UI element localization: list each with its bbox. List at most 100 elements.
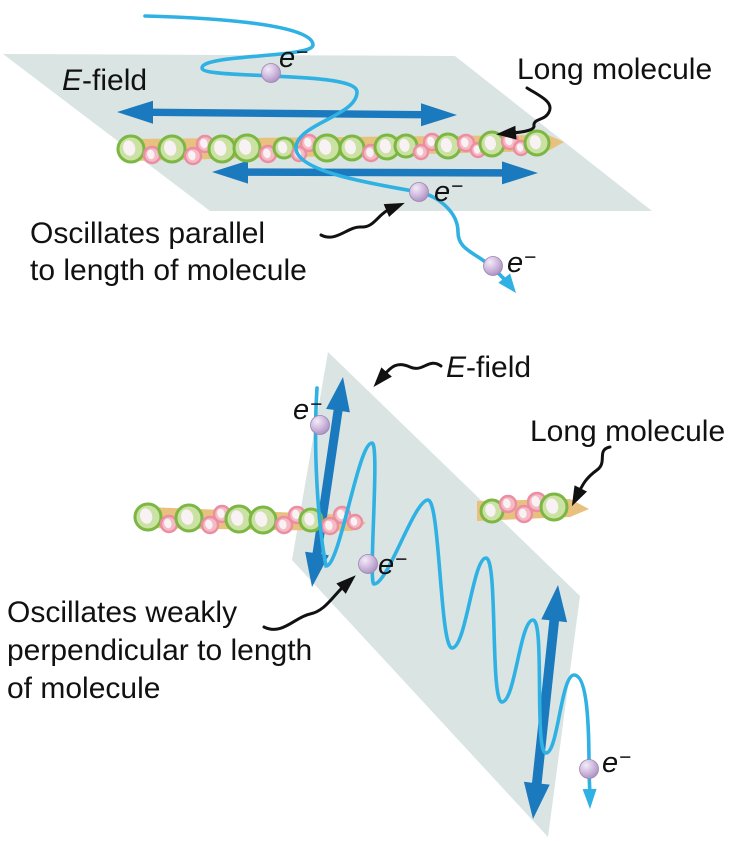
bead-highlight	[319, 139, 332, 155]
em-wave-top	[143, 14, 511, 287]
e-minus: −	[395, 548, 408, 571]
electron-label-top-3: e−	[507, 246, 536, 280]
top-panel	[3, 14, 652, 293]
pointer-oscillates-parallel	[319, 202, 405, 239]
bead-highlight	[239, 139, 252, 155]
bead-highlight	[214, 140, 227, 156]
caption-oscillates-parallel: Oscillates parallel to length of molecul…	[30, 215, 307, 289]
molecule-beads-bottom-right	[479, 491, 569, 524]
efield-double-arrow-upper	[117, 100, 457, 127]
long-molecule-label-bottom: Long molecule	[530, 413, 725, 450]
bead-highlight	[366, 147, 374, 158]
bead-highlight	[529, 135, 541, 150]
bead-highlight	[485, 503, 496, 517]
electron-sphere	[483, 256, 503, 276]
bead-highlight	[427, 136, 435, 147]
e-base: e	[602, 747, 619, 779]
molecule-beads-top	[116, 129, 551, 166]
efield-symbol-bottom: E	[446, 351, 467, 384]
e-base: e	[507, 247, 524, 279]
bead-highlight	[379, 139, 391, 154]
efield-rest: -field	[82, 64, 148, 97]
bead-highlight	[277, 141, 288, 154]
bead-highlight	[200, 138, 208, 149]
caption-bottom-line2: perpendicular to length	[7, 634, 313, 667]
caption-bottom-line1: Oscillates weakly	[7, 596, 238, 629]
bead-highlight	[337, 509, 345, 520]
bead-highlight	[217, 508, 225, 519]
electron-label-bottom-3: e−	[602, 746, 631, 780]
em-wave-top-arrowhead	[498, 273, 516, 293]
bead-highlight	[344, 140, 356, 155]
bead-highlight	[531, 496, 540, 507]
bead-highlight	[399, 138, 410, 152]
bead-highlight	[188, 150, 196, 161]
bead-highlight	[484, 136, 496, 151]
caption-oscillates-weakly: Oscillates weakly perpendicular to lengt…	[7, 594, 312, 708]
pointer-long-molecule-bottom	[571, 445, 612, 507]
bead-highlight	[123, 140, 136, 156]
bead-highlight	[255, 511, 268, 527]
long-molecule-label-top: Long molecule	[517, 51, 712, 88]
bead-highlight	[325, 520, 333, 531]
e-base: e	[378, 549, 395, 581]
electron-label-top-1: e−	[279, 41, 308, 75]
bead-highlight	[304, 512, 315, 526]
bead-highlight	[503, 498, 511, 509]
electron-sphere	[261, 63, 281, 83]
e-minus: −	[296, 41, 309, 64]
efield-double-arrow-right	[523, 585, 568, 819]
efield-double-arrow-lower	[212, 160, 538, 185]
bead-highlight	[140, 508, 153, 524]
bead-highlight	[461, 137, 469, 148]
e-base: e	[279, 42, 296, 74]
e-base: e	[293, 394, 310, 426]
electron-label-bottom-2: e−	[378, 548, 407, 582]
electrons-top	[261, 63, 503, 276]
bead-highlight	[164, 518, 172, 529]
electron-sphere	[579, 759, 599, 779]
long-molecule-text-top: Long molecule	[517, 53, 713, 86]
bead-highlight	[350, 517, 358, 526]
bead-highlight	[279, 519, 287, 530]
bead-highlight	[164, 140, 177, 156]
bead-highlight	[231, 510, 244, 526]
efield-rest-bottom: -field	[466, 351, 532, 384]
annotation-arrows	[262, 86, 612, 631]
electron-sphere	[358, 554, 378, 574]
long-molecule-text-bottom: Long molecule	[530, 415, 726, 448]
efield-label-bottom: E-field	[446, 349, 531, 386]
efield-double-arrow-left	[305, 377, 350, 587]
bottom-panel	[133, 352, 599, 837]
caption-bottom-line3: of molecule	[7, 672, 161, 705]
pointer-efield-bottom	[373, 361, 443, 388]
e-base: e	[434, 176, 451, 208]
bead-highlight	[292, 509, 300, 520]
bead-highlight	[473, 145, 481, 154]
electron-label-bottom-1: e−	[293, 393, 322, 427]
vertical-plane	[292, 352, 580, 837]
pointer-long-molecule-top	[496, 86, 552, 140]
e-minus: −	[619, 746, 632, 769]
efield-label-top: E-field	[62, 62, 147, 99]
em-wave-bottom-arrowhead	[582, 788, 597, 809]
bead-highlight	[304, 137, 312, 148]
bead-highlight	[516, 143, 524, 152]
bead-highlight	[263, 148, 271, 159]
em-wave-bottom	[313, 386, 592, 802]
electron-sphere	[310, 415, 330, 435]
pointer-oscillates-weakly	[262, 575, 356, 631]
bead-highlight	[205, 519, 213, 530]
electron-label-top-2: e−	[434, 175, 463, 209]
bead-highlight	[546, 498, 559, 514]
caption-top-line1: Oscillates parallel	[30, 217, 266, 250]
electron-sphere	[409, 182, 429, 202]
e-minus: −	[451, 175, 464, 198]
electrons-bottom	[310, 415, 599, 779]
bead-highlight	[416, 147, 424, 156]
caption-top-line2: to length of molecule	[30, 254, 307, 287]
e-minus: −	[310, 393, 323, 416]
bead-highlight	[147, 149, 155, 160]
